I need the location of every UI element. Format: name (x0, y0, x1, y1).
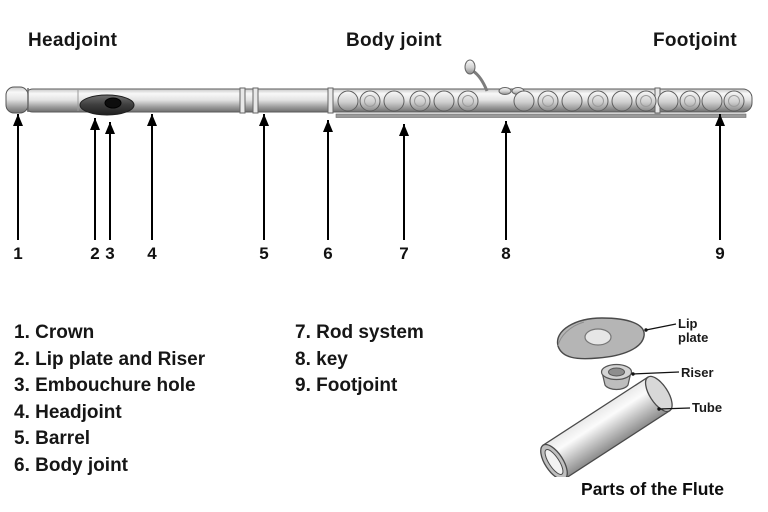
legend-item-body-joint: 6. Body joint (14, 454, 128, 476)
callout-arrows (13, 114, 725, 240)
section-label-headjoint: Headjoint (28, 30, 118, 51)
inset-riser (600, 363, 633, 391)
headjoint-inset: Lip plate Riser Tube Parts of the Flute (540, 312, 765, 508)
legend-item-lip-plate: 2. Lip plate and Riser (14, 348, 206, 370)
callout-number-5: 5 (259, 244, 269, 263)
callout-number-9: 9 (715, 244, 725, 263)
legend-item-rod-system: 7. Rod system (295, 322, 424, 343)
inset-tube (540, 375, 673, 477)
legend-column-1: 1. Crown 2. Lip plate and Riser 3. Embou… (14, 320, 205, 479)
headjoint-inset-illustration (540, 317, 691, 477)
flute-barrel-rings (239, 87, 259, 114)
inset-pointer-lines (632, 323, 691, 410)
flute-embouchure-hole (104, 97, 122, 109)
inset-caption: Parts of the Flute (581, 479, 724, 499)
callout-number-1: 1 (13, 244, 23, 263)
inset-pointer-dots (631, 328, 661, 411)
callout-number-7: 7 (399, 244, 409, 263)
legend-column-2: 7. Rod system 8. key 9. Footjoint (295, 320, 424, 400)
callout-number-2: 2 (90, 244, 100, 263)
inset-lip-plate (556, 317, 645, 360)
callout-number-4: 4 (147, 244, 157, 263)
flute-illustration (5, 59, 753, 240)
section-label-body-joint: Body joint (346, 30, 442, 51)
flute-keys (337, 90, 745, 112)
body-tenon-ring (327, 87, 334, 114)
callout-number-3: 3 (105, 244, 115, 263)
flute-crown (5, 86, 29, 114)
legend-item-barrel: 5. Barrel (14, 428, 91, 449)
legend-item-footjoint: 9. Footjoint (295, 375, 398, 396)
callout-number-8: 8 (501, 244, 511, 263)
legend-item-embouchure: 3. Embouchure hole (14, 375, 196, 396)
legend-item-headjoint: 4. Headjoint (14, 401, 122, 423)
section-label-footjoint: Footjoint (653, 30, 737, 51)
inset-label-lip-plate: Lip plate (678, 316, 709, 345)
legend-item-key: 8. key (295, 348, 348, 370)
inset-label-riser: Riser (681, 365, 714, 380)
legend-item-crown: 1. Crown (14, 322, 95, 343)
callout-number-6: 6 (323, 244, 333, 263)
inset-label-tube: Tube (692, 400, 723, 415)
flute-rod-system (335, 113, 747, 118)
